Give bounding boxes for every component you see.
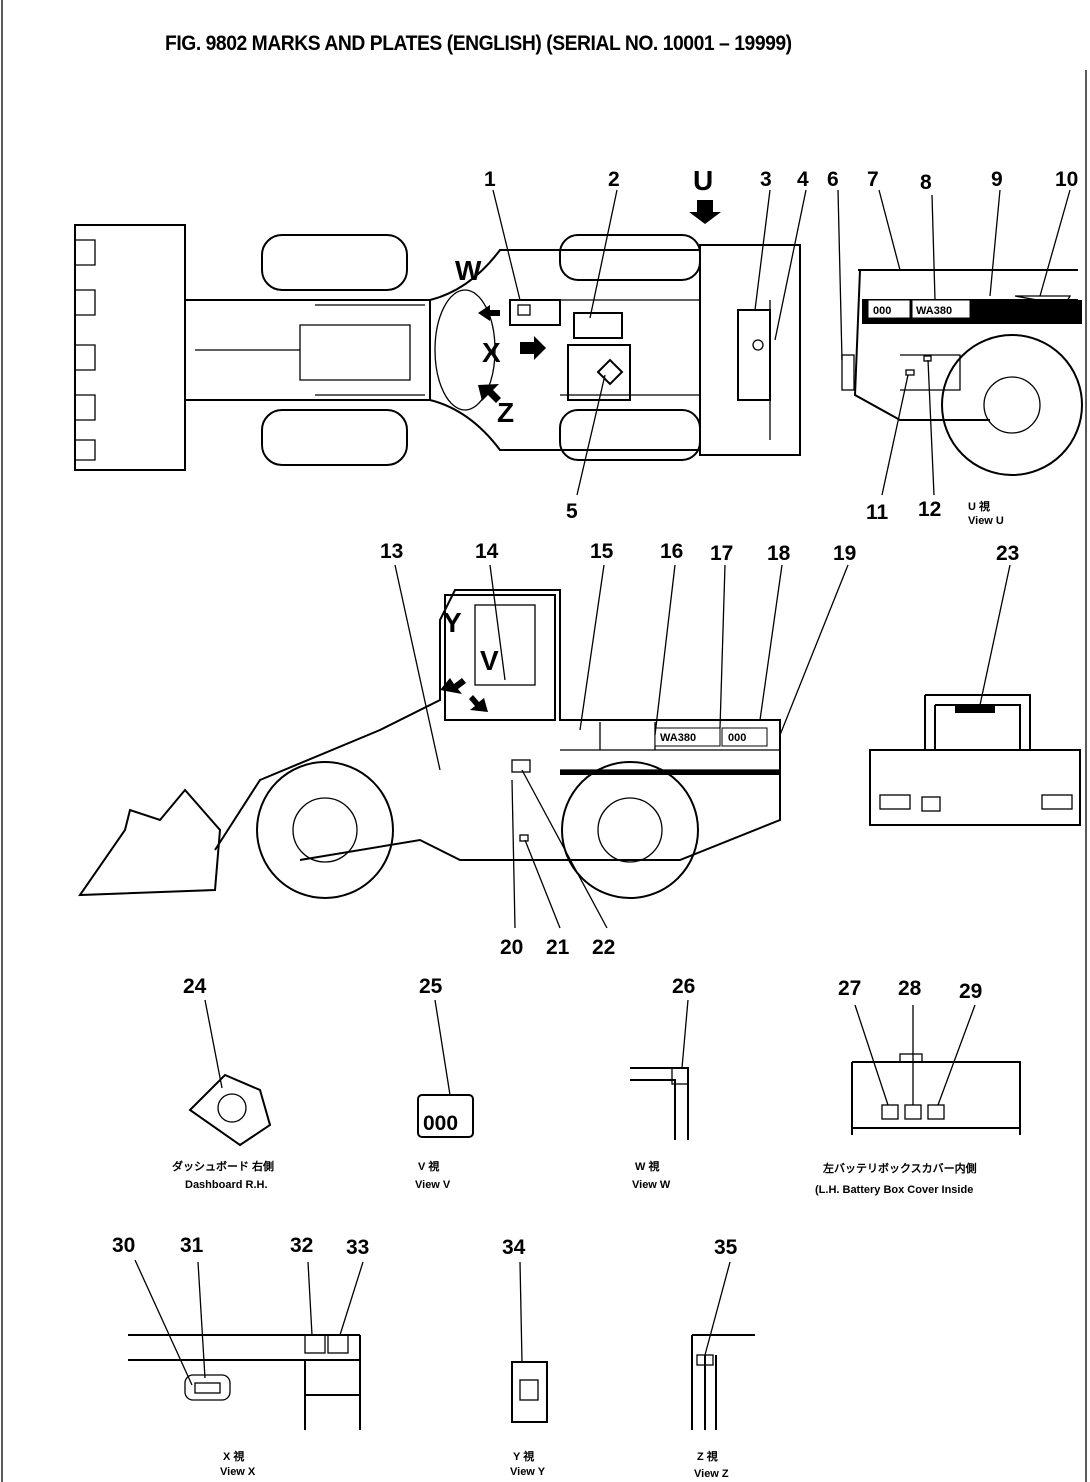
callout-23: 23 <box>996 542 1019 565</box>
view-letter-y: Y <box>443 607 462 638</box>
caption-battery-jp: 左バッテリボックスカバー内側 <box>822 1161 977 1175</box>
callout-19: 19 <box>833 542 856 565</box>
view-letter-w: W <box>455 255 482 286</box>
callout-18: 18 <box>767 542 791 565</box>
caption-view-w: View W <box>632 1179 671 1191</box>
callout-5: 5 <box>566 500 578 523</box>
callout-16: 16 <box>660 540 683 563</box>
caption-view-z-jp: Z 視 <box>697 1449 718 1463</box>
caption-view-u: View U <box>968 515 1004 527</box>
callout-4: 4 <box>797 168 809 191</box>
arrow-y-icon <box>440 678 466 694</box>
detail-view-y <box>511 1361 548 1423</box>
side-view-loader: WA380 000 <box>78 589 781 899</box>
detail-view-24 <box>188 1073 272 1147</box>
callout-34: 34 <box>502 1236 526 1259</box>
caption-view-z: View Z <box>694 1468 729 1480</box>
callout-28: 28 <box>898 977 922 1000</box>
callout-6: 6 <box>827 168 839 191</box>
callout-15: 15 <box>590 540 614 563</box>
callout-3: 3 <box>760 168 772 191</box>
caption-dashboard-jp: ダッシュボード 右側 <box>172 1159 274 1173</box>
callout-8: 8 <box>920 171 932 194</box>
decal-model: WA380 <box>916 305 952 317</box>
arrow-x-icon <box>520 336 546 360</box>
callout-10: 10 <box>1055 168 1078 191</box>
plate-ooo: 000 <box>423 1112 458 1135</box>
callout-26: 26 <box>672 975 695 998</box>
arrow-u-icon <box>689 200 721 224</box>
callout-22: 22 <box>592 936 615 959</box>
caption-view-v: View V <box>415 1179 451 1191</box>
callout-35: 35 <box>714 1236 738 1259</box>
caption-battery: (L.H. Battery Box Cover Inside <box>815 1184 973 1196</box>
callout-29: 29 <box>959 980 982 1003</box>
decal-model: WA380 <box>660 732 696 744</box>
decal-ooo: 000 <box>728 732 746 744</box>
callout-30: 30 <box>112 1234 135 1257</box>
caption-view-w-jp: W 視 <box>635 1159 659 1173</box>
view-letter-u: U <box>693 165 713 196</box>
callout-25: 25 <box>419 975 443 998</box>
bucket <box>74 224 186 471</box>
callout-12: 12 <box>918 498 941 521</box>
view-letter-x: X <box>482 337 501 368</box>
callout-31: 31 <box>180 1234 204 1257</box>
callout-13: 13 <box>380 540 403 563</box>
detail-view-x <box>128 1334 361 1430</box>
rear-view-23 <box>869 694 1081 826</box>
callout-21: 21 <box>546 936 570 959</box>
arrow-w-icon <box>478 305 500 321</box>
caption-dashboard: Dashboard R.H. <box>185 1179 268 1191</box>
view-letter-v: V <box>480 645 499 676</box>
figure-title: FIG. 9802 MARKS AND PLATES (ENGLISH) (SE… <box>165 32 792 55</box>
callout-14: 14 <box>475 540 499 563</box>
callout-1: 1 <box>484 168 496 191</box>
detail-view-v: 000 <box>417 1094 474 1138</box>
callout-33: 33 <box>346 1236 369 1259</box>
decal-ooo: 000 <box>873 305 891 317</box>
arrow-v-icon <box>469 695 488 712</box>
callout-7: 7 <box>867 168 879 191</box>
callout-11: 11 <box>866 501 889 524</box>
view-letter-z: Z <box>497 397 514 428</box>
detail-view-battery <box>851 1053 1021 1135</box>
caption-view-u-jp: U 視 <box>968 499 990 513</box>
callout-9: 9 <box>991 168 1003 191</box>
view-u-rear: 000 WA380 <box>841 269 1083 476</box>
callout-24: 24 <box>183 975 207 998</box>
top-view-loader <box>74 200 801 471</box>
caption-view-v-jp: V 視 <box>418 1159 439 1173</box>
detail-view-w <box>630 1067 689 1140</box>
caption-view-x: View X <box>220 1466 256 1478</box>
arrow-z-icon <box>478 384 501 403</box>
caption-view-x-jp: X 視 <box>223 1449 244 1463</box>
caption-view-y: View Y <box>510 1466 546 1478</box>
leader-lines <box>134 189 1071 1386</box>
callout-2: 2 <box>608 168 620 191</box>
callout-20: 20 <box>500 936 523 959</box>
callout-17: 17 <box>710 542 733 565</box>
callout-32: 32 <box>290 1234 313 1257</box>
callout-27: 27 <box>838 977 861 1000</box>
detail-view-z <box>691 1334 755 1430</box>
caption-view-y-jp: Y 視 <box>513 1449 534 1463</box>
